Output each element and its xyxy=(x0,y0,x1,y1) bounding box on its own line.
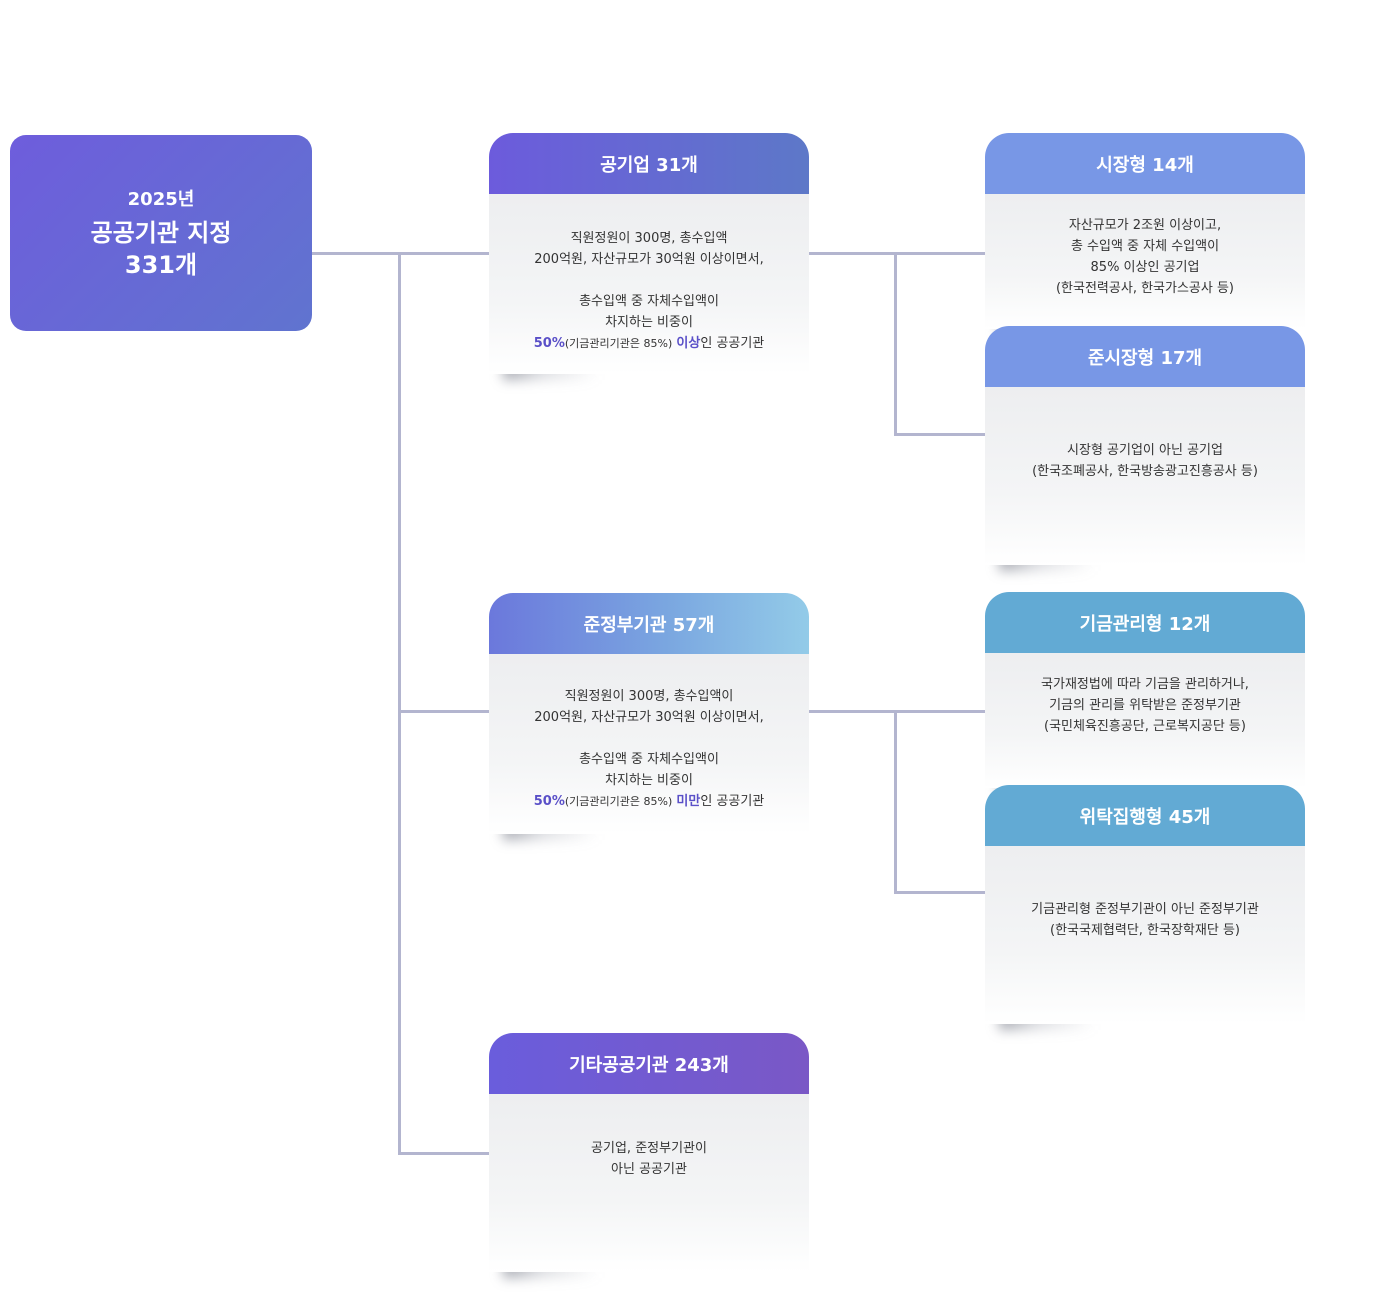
card-junjeongbu: 준정부기관 57개 직원정원이 300명, 총수입액이 200억원, 자산규모가… xyxy=(489,593,823,840)
card-gongiup-title: 공기업 31개 xyxy=(489,133,809,194)
desc-line: (국민체육진흥공단, 근로복지공단 등) xyxy=(1044,719,1246,734)
pct-highlight: 50% xyxy=(533,336,565,351)
desc-line: 총수입액 중 자체수입액이 xyxy=(579,752,719,767)
connector-branch-lower xyxy=(894,710,897,894)
desc-line: (한국전력공사, 한국가스공사 등) xyxy=(1055,281,1235,296)
desc-tail: 인 공공기관 xyxy=(700,336,765,351)
card-gongiup: 공기업 31개 직원정원이 300명, 총수입액 200억원, 자산규모가 30… xyxy=(489,133,823,380)
card-witak-title: 위탁집행형 45개 xyxy=(985,785,1305,846)
card-gigeum-body: 국가재정법에 따라 기금을 관리하거나, 기금의 관리를 위탁받은 준정부기관 … xyxy=(985,653,1305,788)
desc-line: 직원정원이 300명, 총수입액이 xyxy=(564,689,734,704)
pct-note: (기금관리기관은 85%) xyxy=(564,337,673,350)
desc-line-criteria: 50%(기금관리기관은 85%) 미만인 공공기관 xyxy=(489,791,809,812)
connector-witak xyxy=(894,891,986,894)
card-sijang-body: 자산규모가 2조원 이상이고, 총 수입액 중 자체 수입액이 85% 이상인 … xyxy=(985,194,1305,329)
desc-line: 200억원, 자산규모가 30억원 이상이면서, xyxy=(534,252,764,267)
card-witak-body: 기금관리형 준정부기관이 아닌 준정부기관 (한국국제협력단, 한국장학재단 등… xyxy=(985,846,1305,1024)
connector-root xyxy=(312,252,490,255)
desc-line: 국가재정법에 따라 기금을 관리하거나, xyxy=(1041,677,1249,692)
connector-trunk xyxy=(398,252,401,1155)
card-gita: 기타공공기관 243개 공기업, 준정부기관이 아닌 공공기관 xyxy=(489,1033,823,1278)
card-gita-title: 기타공공기관 243개 xyxy=(489,1033,809,1094)
desc-line: 차지하는 비중이 xyxy=(605,773,693,788)
desc-line: 85% 이상인 공기업 xyxy=(1090,260,1200,275)
card-gigeum-title: 기금관리형 12개 xyxy=(985,592,1305,653)
desc-line: 시장형 공기업이 아닌 공기업 xyxy=(1067,443,1223,458)
desc-line: 기금의 관리를 위탁받은 준정부기관 xyxy=(1049,698,1241,713)
desc-line: 공기업, 준정부기관이 xyxy=(591,1141,707,1156)
desc-line-criteria: 50%(기금관리기관은 85%) 이상인 공공기관 xyxy=(489,333,809,354)
compare-highlight: 미만 xyxy=(676,794,701,809)
desc-line: (한국국제협력단, 한국장학재단 등) xyxy=(1050,923,1240,938)
connector-junjeongbu xyxy=(398,710,490,713)
card-gita-body: 공기업, 준정부기관이 아닌 공공기관 xyxy=(489,1094,809,1272)
card-gigeum: 기금관리형 12개 국가재정법에 따라 기금을 관리하거나, 기금의 관리를 위… xyxy=(985,592,1319,794)
desc-line: (한국조폐공사, 한국방송광고진흥공사 등) xyxy=(1032,464,1258,479)
desc-line: 기금관리형 준정부기관이 아닌 준정부기관 xyxy=(1031,902,1259,917)
desc-line: 자산규모가 2조원 이상이고, xyxy=(1068,218,1222,233)
card-gongiup-body: 직원정원이 300명, 총수입액 200억원, 자산규모가 30억원 이상이면서… xyxy=(489,194,809,374)
desc-line: 200억원, 자산규모가 30억원 이상이면서, xyxy=(534,710,764,725)
desc-line: 총수입액 중 자체수입액이 xyxy=(579,294,719,309)
connector-branch-upper xyxy=(894,252,897,436)
root-title: 공공기관 지정 xyxy=(90,219,232,247)
desc-line: 아닌 공공기관 xyxy=(611,1162,687,1177)
connector-gita xyxy=(398,1152,490,1155)
root-count: 331개 xyxy=(124,251,198,279)
connector-gongiup-right xyxy=(809,252,986,255)
connector-junjeongbu-right xyxy=(809,710,986,713)
root-node: 2025년 공공기관 지정 331개 xyxy=(10,135,312,331)
card-sijang-title: 시장형 14개 xyxy=(985,133,1305,194)
compare-highlight: 이상 xyxy=(676,336,701,351)
card-witak: 위탁집행형 45개 기금관리형 준정부기관이 아닌 준정부기관 (한국국제협력단… xyxy=(985,785,1319,1030)
desc-line: 직원정원이 300명, 총수입액 xyxy=(570,231,728,246)
desc-tail: 인 공공기관 xyxy=(700,794,765,809)
desc-line: 총 수입액 중 자체 수입액이 xyxy=(1070,239,1220,254)
desc-line: 차지하는 비중이 xyxy=(605,315,693,330)
card-junjeongbu-body: 직원정원이 300명, 총수입액이 200억원, 자산규모가 30억원 이상이면… xyxy=(489,654,809,834)
card-sijang: 시장형 14개 자산규모가 2조원 이상이고, 총 수입액 중 자체 수입액이 … xyxy=(985,133,1319,335)
root-year: 2025년 xyxy=(127,189,195,210)
card-junsijang: 준시장형 17개 시장형 공기업이 아닌 공기업 (한국조폐공사, 한국방송광고… xyxy=(985,326,1319,571)
pct-note: (기금관리기관은 85%) xyxy=(564,795,673,808)
card-junjeongbu-title: 준정부기관 57개 xyxy=(489,593,809,654)
card-junsijang-title: 준시장형 17개 xyxy=(985,326,1305,387)
pct-highlight: 50% xyxy=(533,794,565,809)
card-junsijang-body: 시장형 공기업이 아닌 공기업 (한국조폐공사, 한국방송광고진흥공사 등) xyxy=(985,387,1305,565)
connector-junsijang xyxy=(894,433,986,436)
